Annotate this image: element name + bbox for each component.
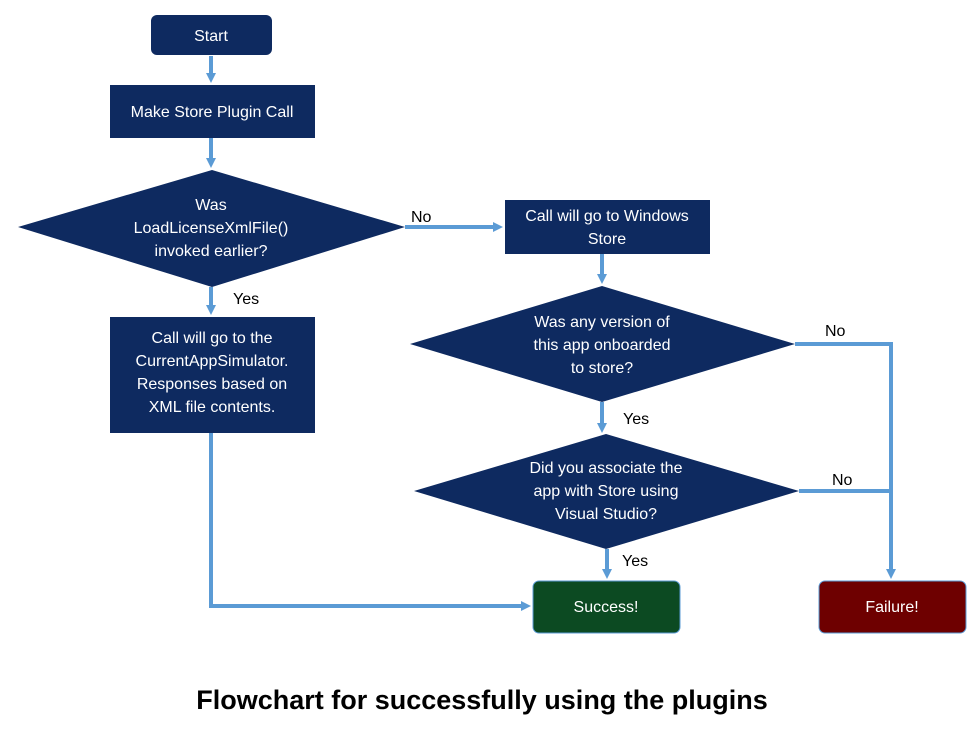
associated-label-line: Did you associate the bbox=[530, 460, 683, 477]
associated-label-line: Visual Studio? bbox=[555, 506, 657, 523]
decision-label-line: invoked earlier? bbox=[155, 243, 268, 260]
windows-store-node-shape bbox=[505, 200, 710, 254]
windows-store-node: Call will go to Windows Store bbox=[505, 200, 710, 254]
failure-node-label: Failure! bbox=[865, 599, 918, 616]
associated-decision: Did you associate the app with Store usi… bbox=[414, 434, 799, 549]
simulator-label-line: XML file contents. bbox=[149, 399, 276, 416]
success-node-shape bbox=[532, 580, 681, 634]
decision-label-line: Was bbox=[195, 197, 226, 214]
onboarded-label-line: to store? bbox=[571, 360, 633, 377]
simulator-node-shape bbox=[110, 317, 315, 433]
start-node-label: Start bbox=[194, 28, 228, 45]
success-node: Success! bbox=[532, 580, 681, 634]
load-license-decision: Was LoadLicenseXmlFile() invoked earlier… bbox=[18, 170, 405, 287]
start-node: Start bbox=[151, 15, 272, 55]
associated-decision-shape bbox=[414, 434, 799, 549]
associated-label-line: app with Store using bbox=[534, 483, 679, 500]
start-node-shape bbox=[151, 15, 272, 55]
figure-caption: Flowchart for successfully using the plu… bbox=[196, 685, 768, 715]
simulator-node: Call will go to the CurrentAppSimulator.… bbox=[110, 317, 315, 433]
edge-label-yes: Yes bbox=[233, 291, 259, 308]
plugin-call-node: Make Store Plugin Call bbox=[110, 85, 315, 138]
plugin-call-node-shape bbox=[110, 85, 315, 138]
load-license-decision-shape bbox=[18, 170, 405, 287]
edge-labels: No Yes No Yes No Yes bbox=[233, 209, 853, 570]
simulator-label-line: Responses based on bbox=[137, 376, 287, 393]
edge-label-yes: Yes bbox=[623, 411, 649, 428]
failure-node-shape bbox=[818, 580, 967, 634]
onboarded-decision: Was any version of this app onboarded to… bbox=[410, 286, 795, 402]
simulator-label-line: CurrentAppSimulator. bbox=[136, 353, 289, 370]
edge-label-no: No bbox=[825, 323, 846, 340]
edge-label-no: No bbox=[832, 472, 853, 489]
plugin-call-node-label: Make Store Plugin Call bbox=[131, 104, 294, 121]
windows-store-label-line: Call will go to Windows bbox=[525, 208, 689, 225]
onboarded-label-line: this app onboarded bbox=[534, 337, 671, 354]
failure-node: Failure! bbox=[818, 580, 967, 634]
edge-onboarded-no-to-failure bbox=[795, 342, 896, 579]
edge-simulator-to-success bbox=[209, 433, 531, 611]
onboarded-label-line: Was any version of bbox=[534, 314, 670, 331]
success-node-label: Success! bbox=[574, 599, 639, 616]
simulator-label-line: Call will go to the bbox=[152, 330, 273, 347]
edge-label-no: No bbox=[411, 209, 432, 226]
windows-store-label-line: Store bbox=[588, 231, 626, 248]
edge-label-yes: Yes bbox=[622, 553, 648, 570]
decision-label-line: LoadLicenseXmlFile() bbox=[134, 220, 289, 237]
connectors bbox=[206, 56, 896, 611]
onboarded-decision-shape bbox=[410, 286, 795, 402]
